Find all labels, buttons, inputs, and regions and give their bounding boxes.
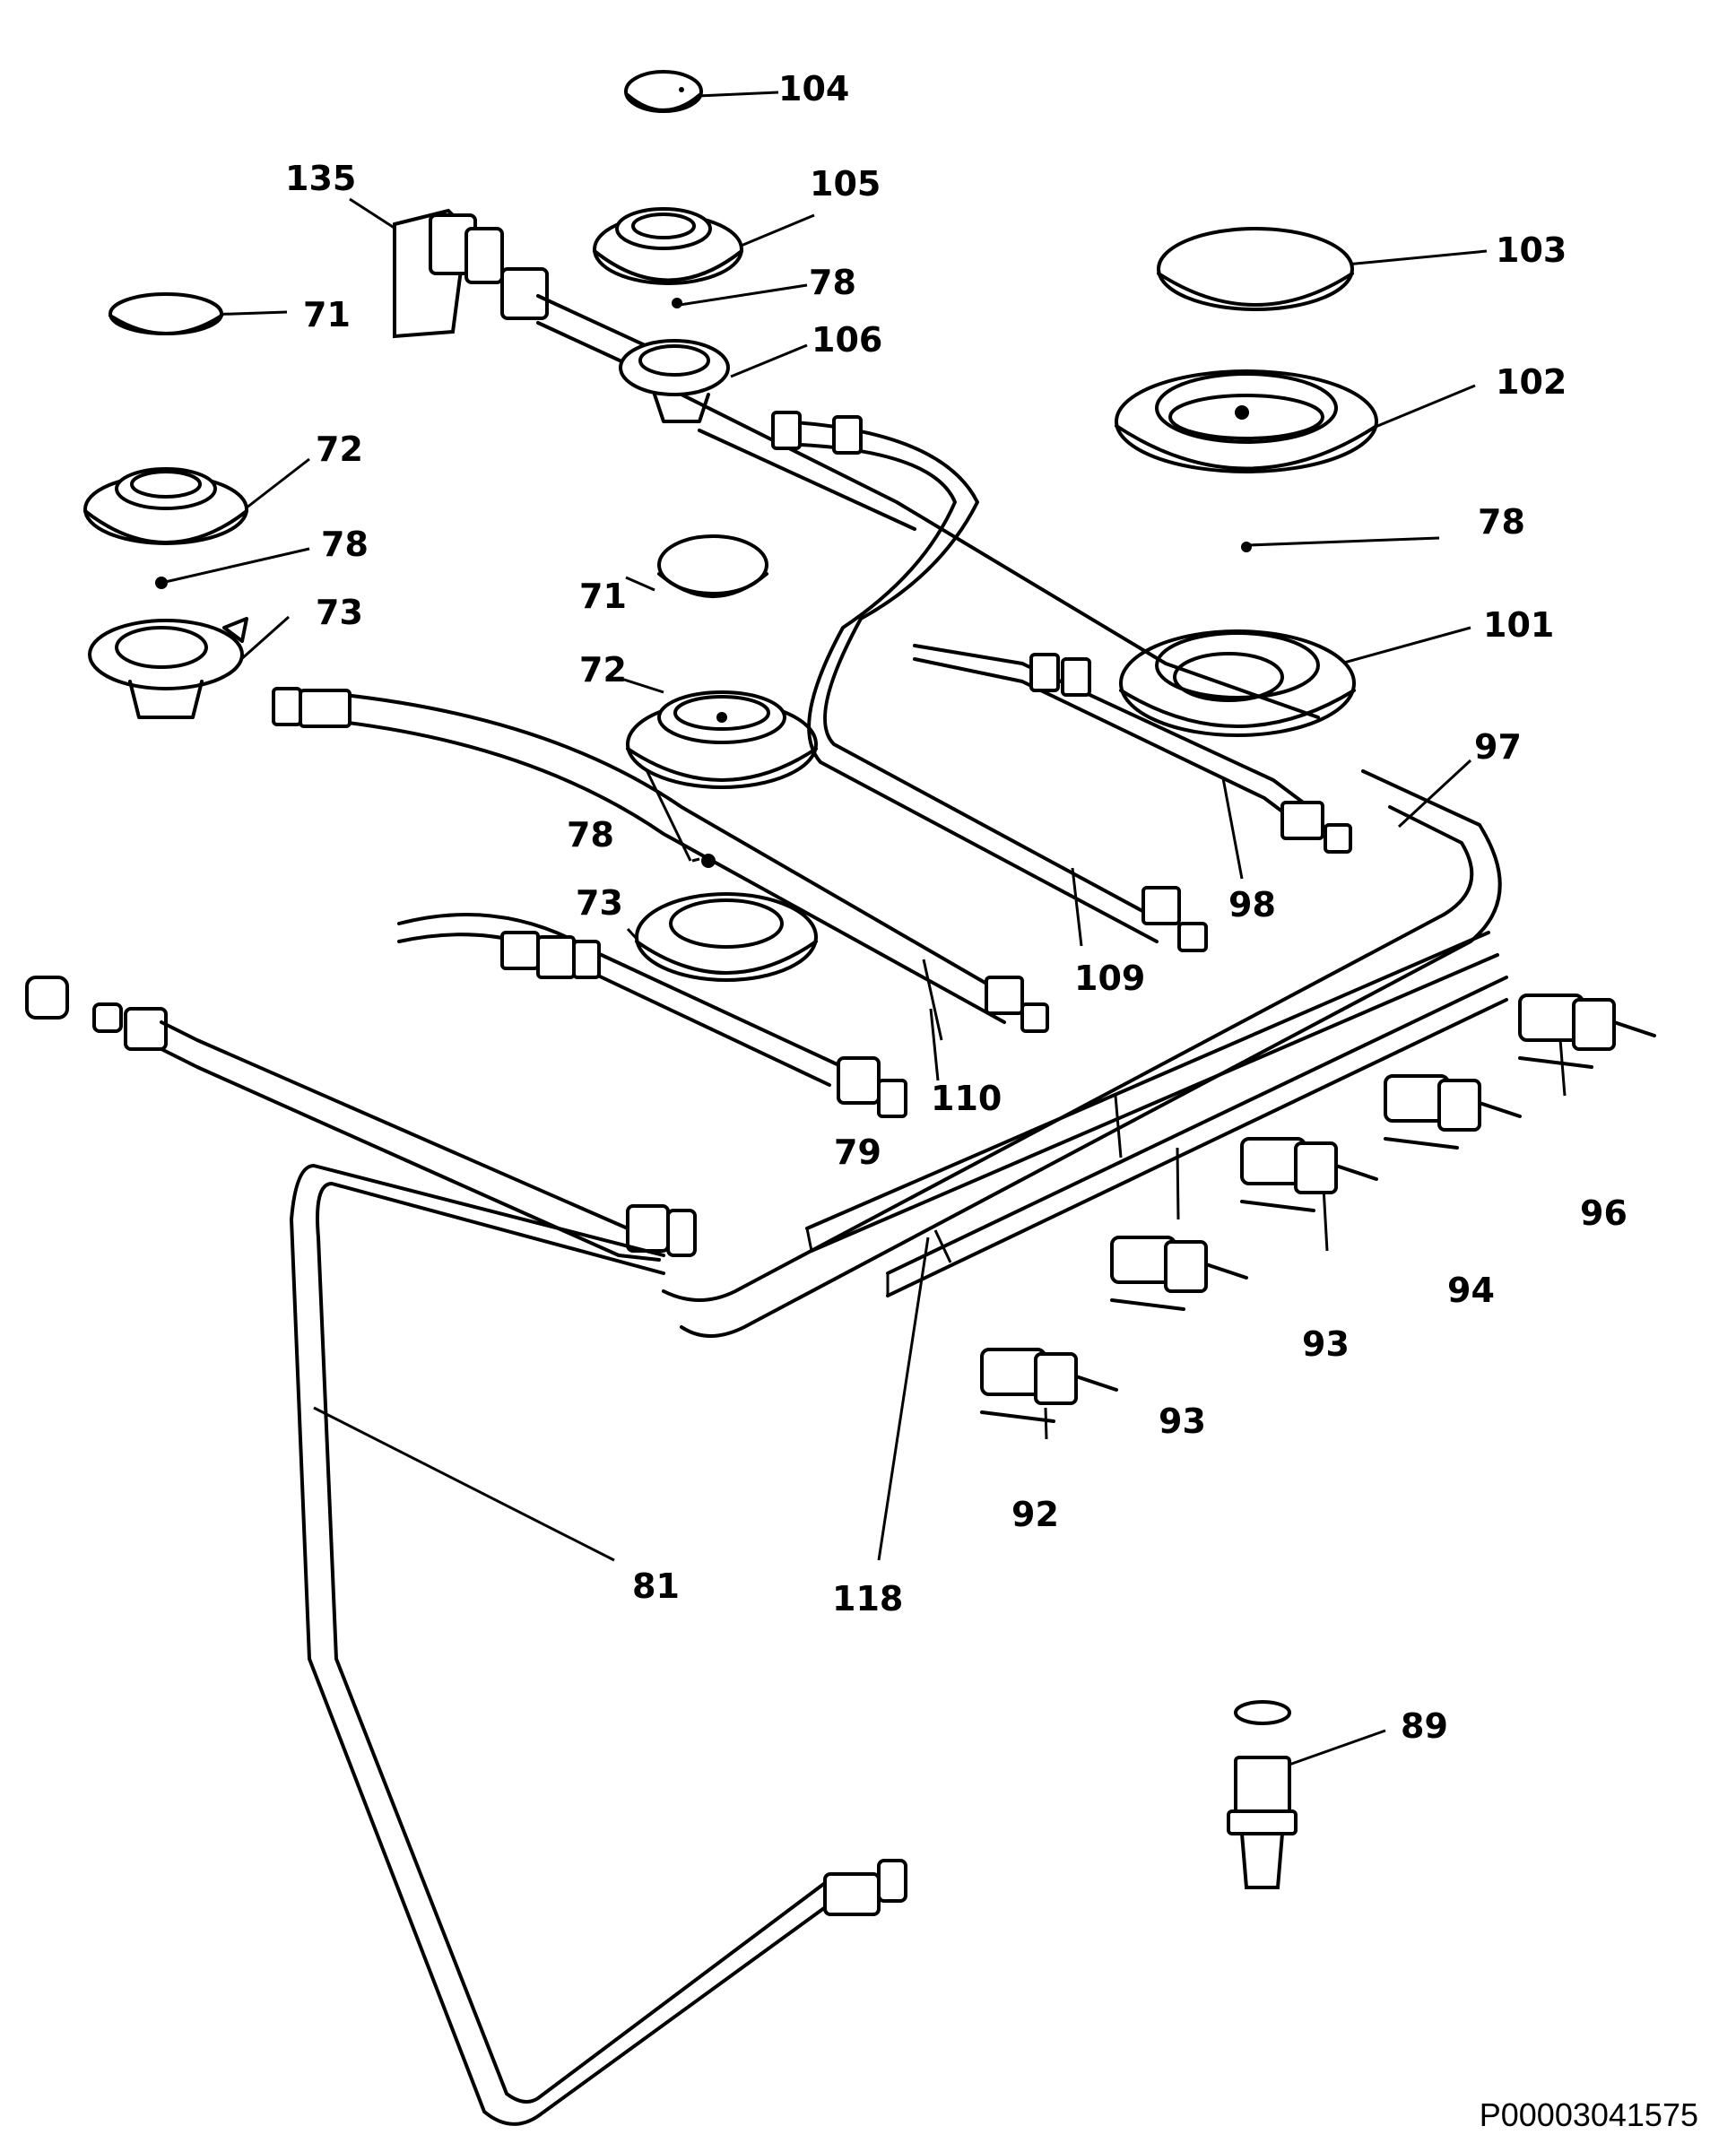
burner-cap-103: [1157, 227, 1354, 311]
part-label-104: 104: [778, 69, 850, 108]
part-label-118: 118: [832, 1579, 904, 1618]
part-label-105: 105: [810, 164, 881, 204]
burner-cap-104: [624, 70, 703, 113]
gas-pipes: [25, 411, 1352, 2126]
reference-code: P00003041575: [1479, 2096, 1698, 2133]
part-label-81: 81: [632, 1566, 680, 1606]
part-label-72: 72: [316, 430, 363, 469]
burner-head-72-center: [626, 690, 818, 789]
part-label-106: 106: [812, 320, 883, 360]
part-label-109: 109: [1074, 959, 1146, 998]
part-label-71: 71: [303, 295, 351, 334]
part-label-98: 98: [1228, 885, 1276, 924]
part-label-102: 102: [1496, 362, 1567, 402]
part-label-73: 73: [576, 883, 623, 923]
manifold-rail: [662, 769, 1508, 1338]
part-label-78: 78: [567, 815, 614, 855]
part-label-71: 71: [579, 577, 627, 616]
part-label-73: 73: [316, 593, 363, 632]
part-label-92: 92: [1011, 1495, 1059, 1534]
part-label-93: 93: [1159, 1401, 1206, 1441]
part-label-97: 97: [1474, 727, 1522, 767]
hose-nipple-89: [1227, 1700, 1298, 1889]
screw-78-left: [155, 577, 168, 589]
part-label-93: 93: [1302, 1324, 1350, 1364]
part-label-78: 78: [809, 263, 856, 302]
burner-body-73-center: [635, 892, 818, 982]
part-label-94: 94: [1447, 1271, 1495, 1310]
part-label-103: 103: [1496, 230, 1567, 270]
part-label-79: 79: [834, 1132, 881, 1172]
part-label-72: 72: [579, 650, 627, 690]
burner-cap-71-left: [108, 292, 223, 335]
part-label-78: 78: [321, 525, 369, 564]
gas-valves: [980, 994, 1656, 1423]
part-label-110: 110: [931, 1079, 1003, 1118]
burner-cap-71-center: [657, 534, 768, 598]
burner-head-102: [1115, 369, 1378, 552]
burner-body-73-left: [88, 617, 248, 719]
part-label-89: 89: [1401, 1706, 1448, 1746]
part-label-135: 135: [285, 159, 357, 198]
part-label-78: 78: [1478, 502, 1525, 542]
burner-body-106: [619, 339, 730, 423]
burner-head-105: [593, 207, 743, 308]
burner-head-72-left: [83, 467, 248, 545]
part-label-101: 101: [1483, 605, 1555, 645]
burner-body-101: [1119, 629, 1356, 737]
part-label-96: 96: [1580, 1193, 1628, 1233]
